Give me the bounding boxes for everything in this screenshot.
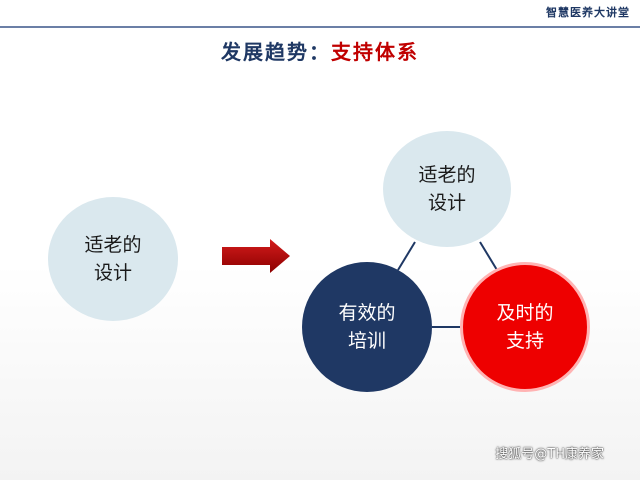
watermark: 搜狐号@TH康养家	[495, 447, 604, 462]
slide-title: 发展趋势：支持体系	[0, 36, 640, 65]
right-arrow-icon	[222, 239, 290, 273]
circle-support-label: 及时的 支持	[496, 302, 554, 352]
circle-support: 及时的 支持	[460, 262, 590, 392]
circle-design-top-label: 适老的 设计	[418, 164, 476, 214]
circle-design-left: 适老的 设计	[48, 197, 178, 321]
circle-training: 有效的 培训	[302, 262, 432, 392]
connector-top-to-right	[479, 241, 498, 271]
circle-design-top: 适老的 设计	[383, 131, 511, 247]
circle-training-label: 有效的 培训	[338, 302, 396, 352]
top-divider	[0, 26, 640, 28]
corner-label: 智慧医养大讲堂	[546, 6, 630, 19]
title-part-1: 发展趋势：	[221, 40, 331, 64]
circle-design-left-label: 适老的 设计	[84, 234, 142, 284]
connector-top-to-left	[397, 241, 416, 271]
title-part-2: 支持体系	[331, 40, 419, 64]
